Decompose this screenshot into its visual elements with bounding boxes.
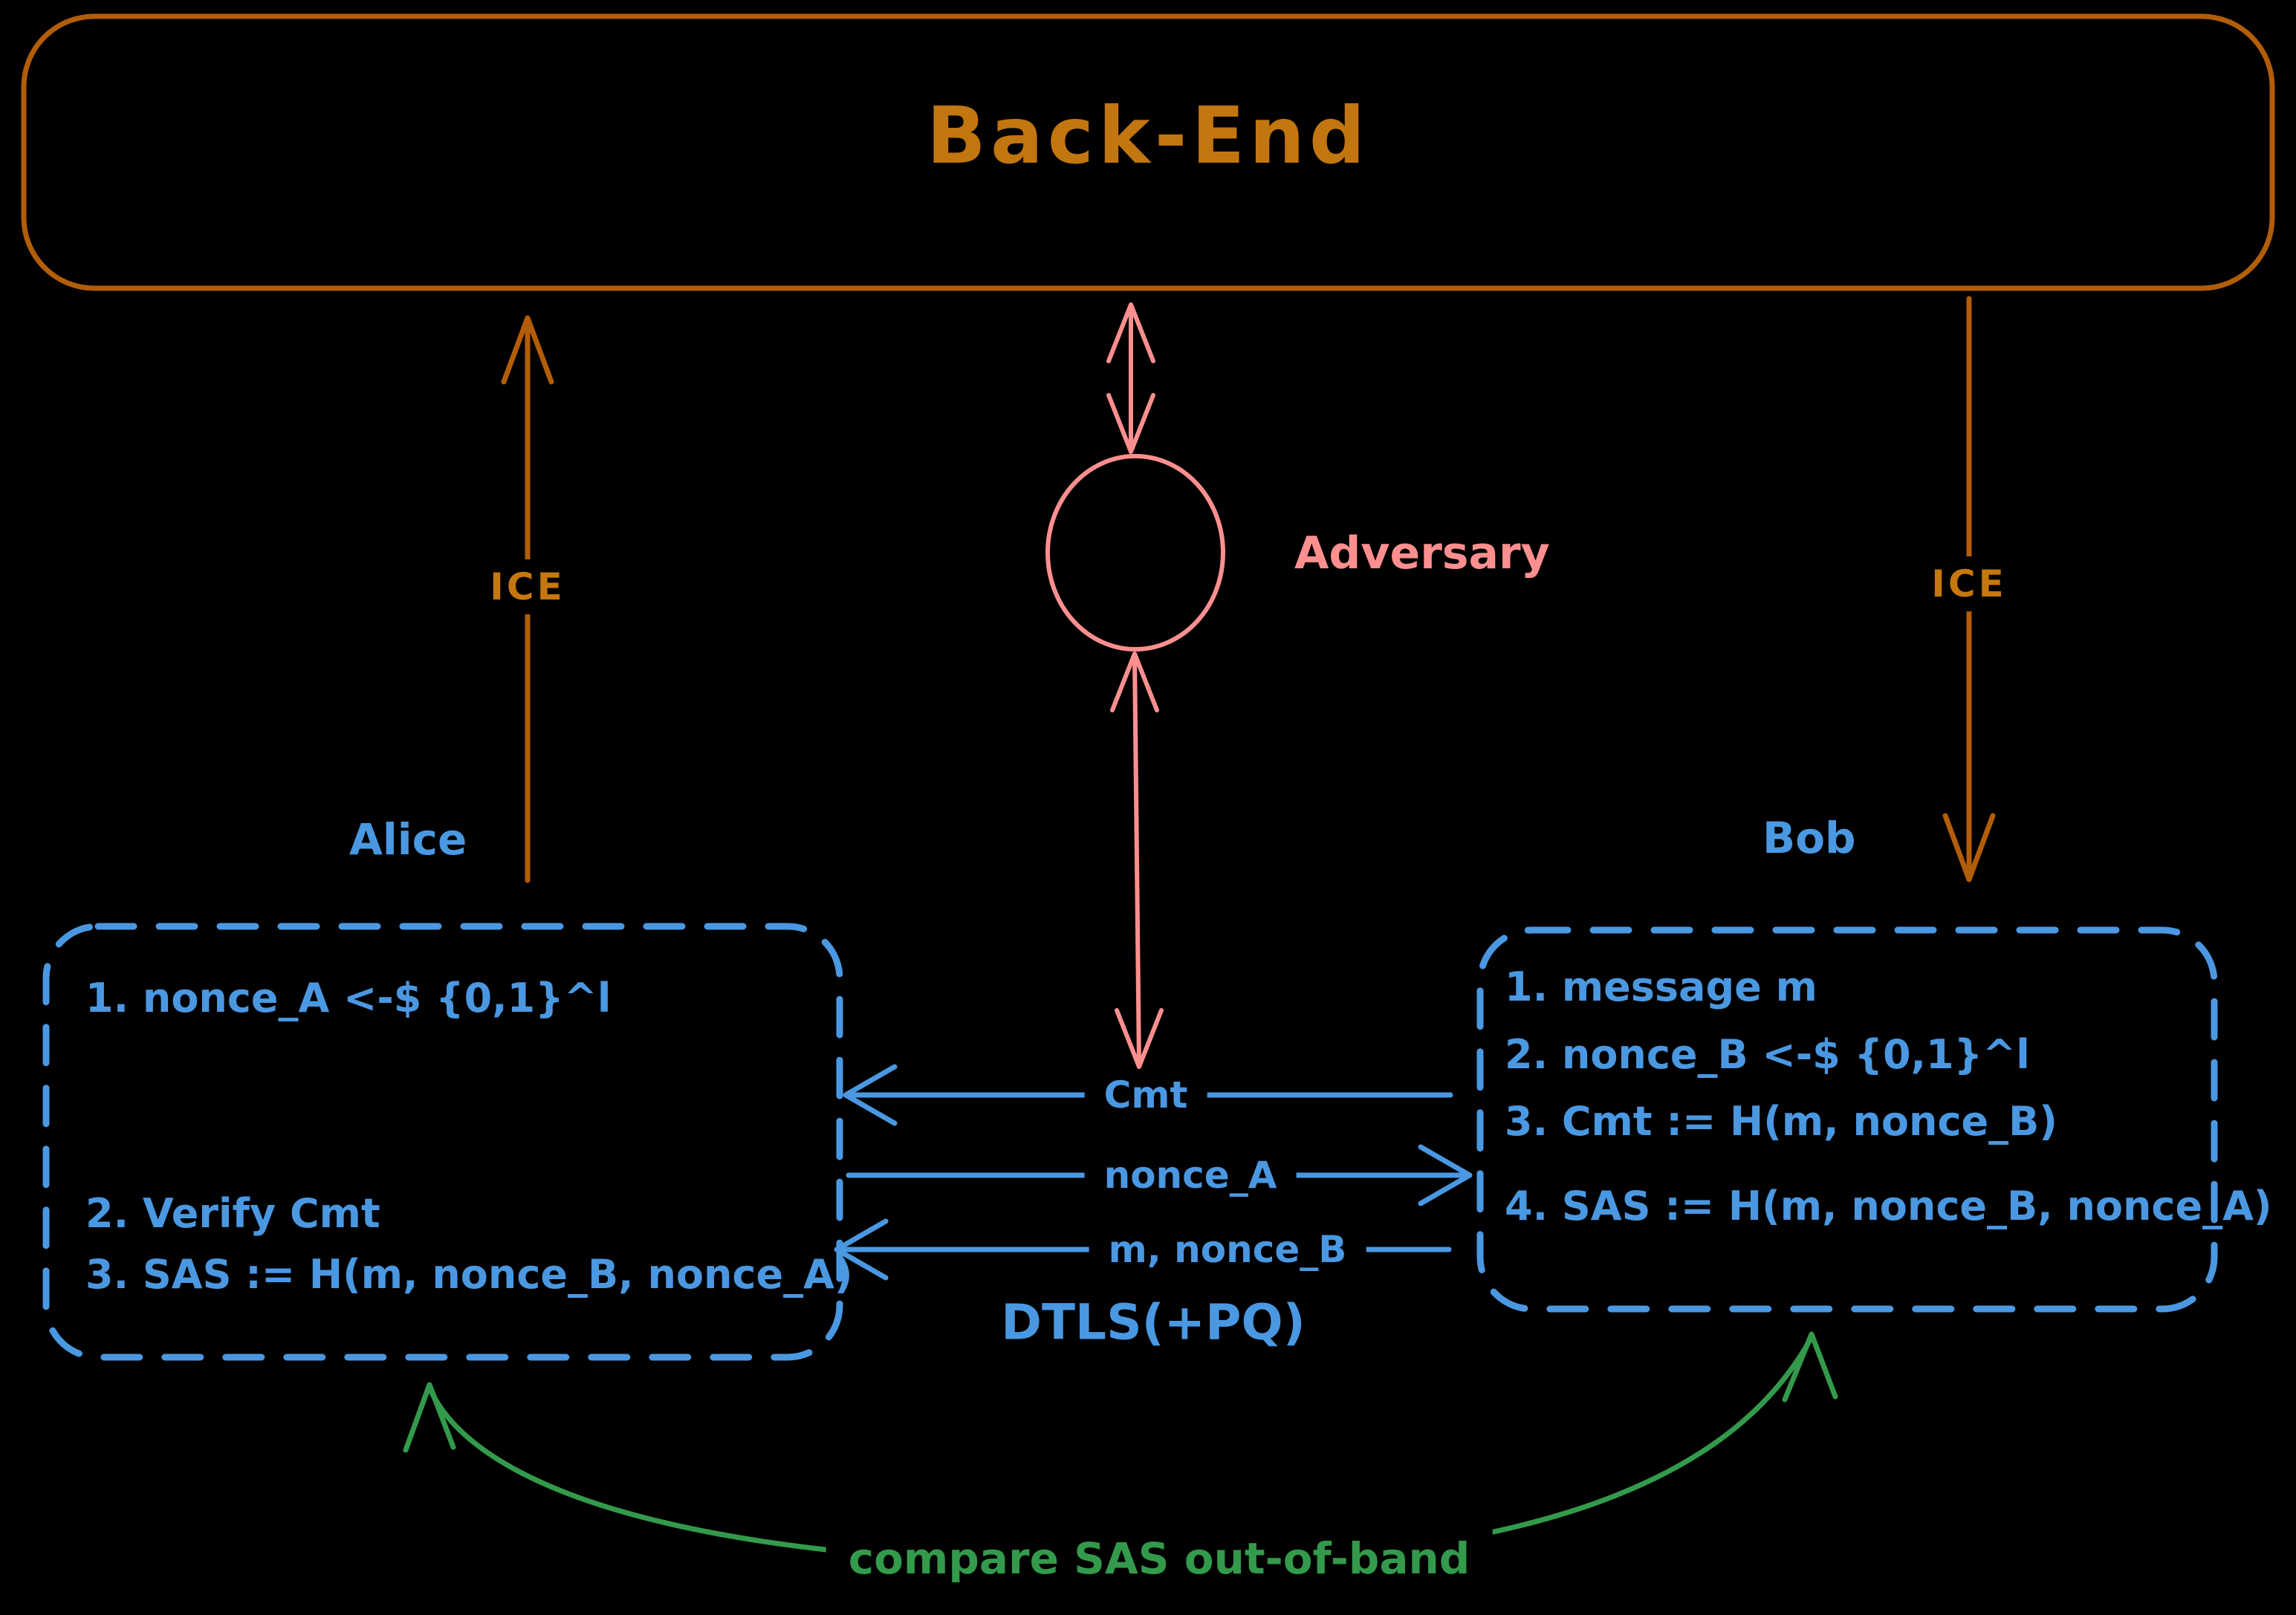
alice-step-2: 2. Verify Cmt: [85, 1190, 380, 1237]
oob-arrowhead-left-icon: [403, 1382, 456, 1453]
bob-step-2: 2. nonce_B <-$ {0,1}^l: [1505, 1031, 2030, 1078]
bob-step-3: 3. Cmt := H(m, nonce_B): [1505, 1098, 2057, 1145]
adversary-channel-arrowhead-down-icon: [1115, 1008, 1164, 1069]
alice-box: [42, 923, 843, 1361]
ice-left-label: ICE: [475, 559, 580, 614]
alice-step-1: 1. nonce_A <-$ {0,1}^l: [85, 975, 612, 1021]
adversary-channel-arrowhead-up-icon: [1110, 651, 1159, 712]
msg-arrow-nonce-a-arrowhead-icon: [1418, 1144, 1473, 1206]
bob-step-4: 4. SAS := H(m, nonce_B, nonce_A): [1505, 1183, 2272, 1229]
msg-label-nonce-a: nonce_A: [1084, 1149, 1297, 1201]
ice-right-label: ICE: [1916, 556, 2022, 611]
bob-box: [1476, 926, 2218, 1313]
ice-right-arrowhead-icon: [1942, 813, 1996, 883]
ice-left-arrowhead-icon: [501, 315, 554, 385]
alice-step-3: 3. SAS := H(m, nonce_B, nonce_A): [85, 1251, 853, 1298]
msg-label-m-nonce-b: m, nonce_B: [1089, 1224, 1366, 1276]
bob-step-1: 1. message m: [1505, 964, 1817, 1010]
backend-box: [21, 13, 2275, 291]
msg-arrow-m-nonce-b-arrowhead-icon: [834, 1218, 889, 1281]
adversary-circle: [1045, 454, 1225, 651]
bob-label: Bob: [1762, 813, 1856, 863]
adversary-backend-arrowhead-down-icon: [1106, 393, 1155, 454]
adversary-label: Adversary: [1294, 527, 1550, 579]
oob-arrowhead-right-icon: [1782, 1331, 1838, 1403]
backend-title: Back-End: [926, 91, 1370, 181]
msg-label-cmt: Cmt: [1084, 1069, 1207, 1121]
adversary-backend-arrowhead-up-icon: [1106, 302, 1155, 363]
adversary-channel-arrow: [1132, 653, 1141, 1068]
dtls-label: DTLS(+PQ): [1001, 1293, 1306, 1351]
alice-label: Alice: [349, 814, 467, 865]
msg-arrow-cmt-arrowhead-icon: [843, 1064, 898, 1126]
oob-label: compare SAS out-of-band: [826, 1527, 1493, 1590]
